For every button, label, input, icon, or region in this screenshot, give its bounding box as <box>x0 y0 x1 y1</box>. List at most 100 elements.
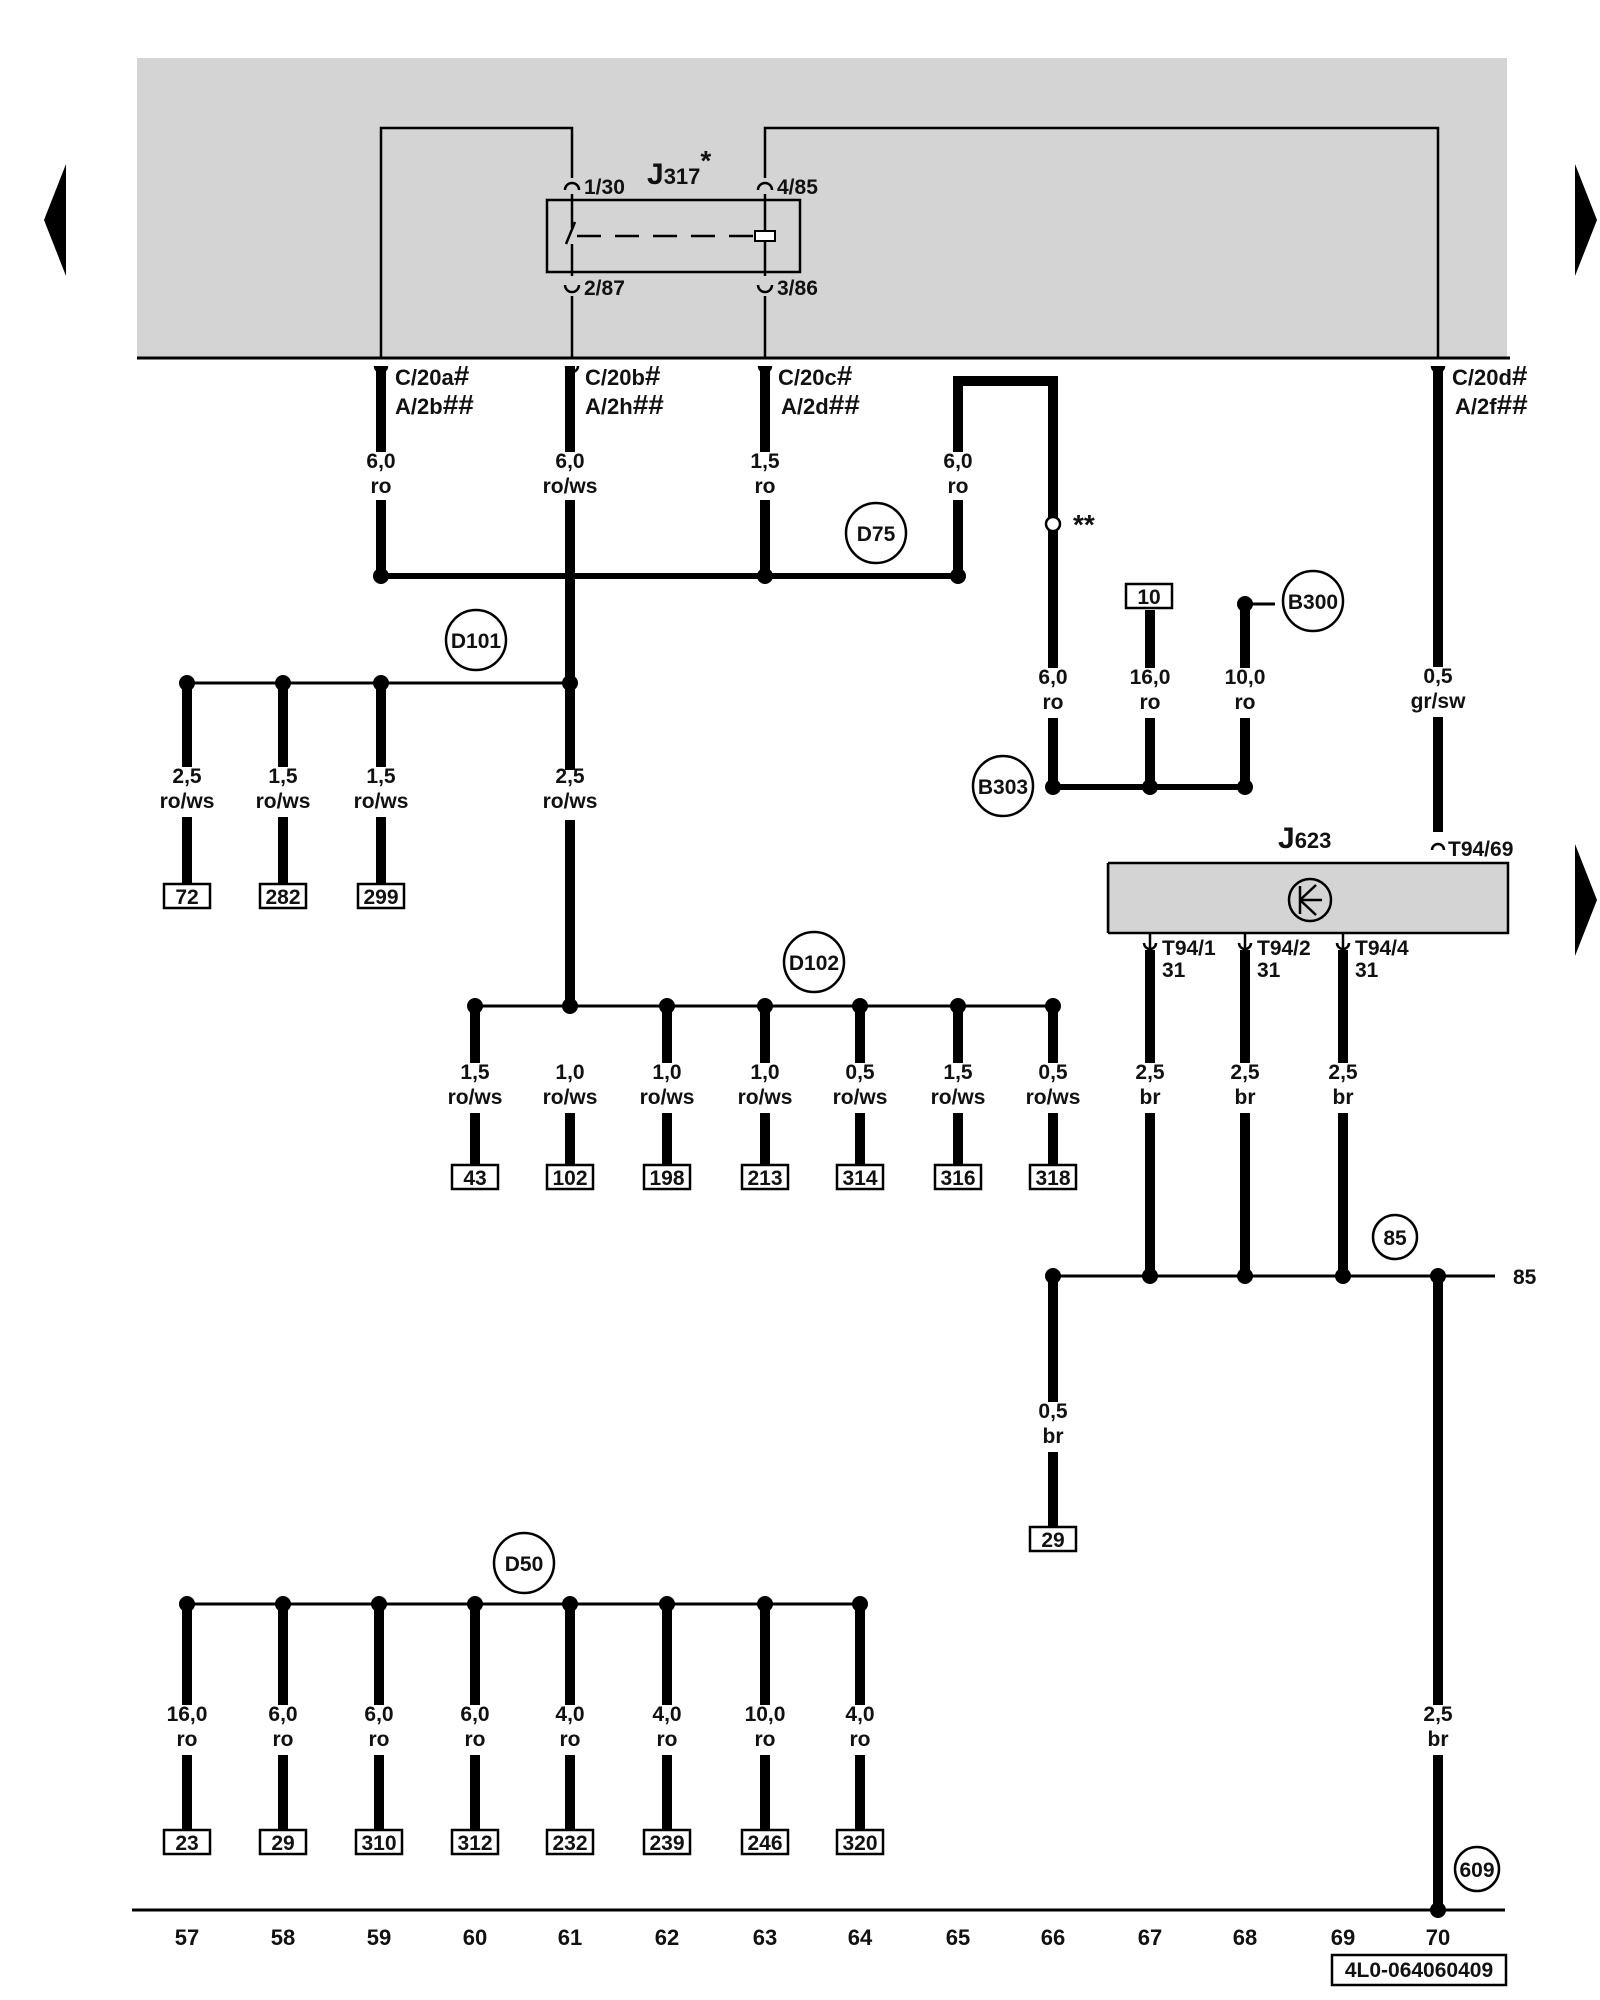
wire-color: ro <box>177 1728 198 1751</box>
module-pin-label: T94/1 <box>1162 937 1216 960</box>
wire-size: 16,0 <box>1130 666 1171 689</box>
wire-color: br <box>1140 1086 1161 1109</box>
wire-size: 1,5 <box>268 765 298 788</box>
reference-number: 29 <box>1041 1529 1064 1552</box>
reference-number: 320 <box>842 1832 877 1855</box>
reference-number: 29 <box>271 1832 294 1855</box>
doc-id-box <box>1330 1953 1508 1987</box>
wire-labels: 6,0ro 6,0ro/ws 1,5ro 6,0ro 6,0ro 16,0ro … <box>160 450 1467 1751</box>
wire-size: 0,5 <box>845 1061 875 1084</box>
arrow-left-icon[interactable] <box>44 164 66 276</box>
wire-size: 6,0 <box>943 450 972 473</box>
module-pin-value: 31 <box>1162 959 1186 982</box>
wire-color: ro/ws <box>543 790 598 813</box>
junction-dots <box>179 568 1446 1918</box>
wire-color: br <box>1043 1425 1064 1448</box>
reference-number: 198 <box>649 1167 684 1190</box>
module-notch <box>1100 858 1108 938</box>
wire-color: ro/ws <box>354 790 409 813</box>
wire-size: 1,5 <box>750 450 780 473</box>
wire-color: ro/ws <box>931 1086 986 1109</box>
wire-size: 2,5 <box>555 765 585 788</box>
track-number: 58 <box>271 1925 295 1950</box>
reference-number: 72 <box>175 886 198 909</box>
relay-pin-label: 3/86 <box>777 277 818 300</box>
module-pin-value: 31 <box>1257 959 1281 982</box>
wire-size: 16,0 <box>167 1703 208 1726</box>
wire-color: br <box>1235 1086 1256 1109</box>
node-label: B300 <box>1288 591 1338 614</box>
module-pin-label: T94/2 <box>1257 937 1311 960</box>
module-j623-box <box>1106 861 1510 935</box>
wire-color: ro <box>465 1728 486 1751</box>
track-number: 57 <box>175 1925 199 1950</box>
relay-pin-label: 2/87 <box>584 277 625 300</box>
wire-color: ro <box>1235 691 1256 714</box>
track-number: 62 <box>655 1925 679 1950</box>
node-label: D101 <box>451 630 502 653</box>
track-number: 59 <box>367 1925 391 1950</box>
node-label: B303 <box>978 776 1028 799</box>
wire-size: 4,0 <box>845 1703 874 1726</box>
arrow-right-icon[interactable] <box>1575 844 1597 956</box>
node-label: D75 <box>857 523 896 546</box>
wire-color: ro/ws <box>1026 1086 1081 1109</box>
reference-number: 318 <box>1035 1167 1070 1190</box>
wire-size: 6,0 <box>555 450 584 473</box>
wire-color: ro/ws <box>640 1086 695 1109</box>
test-point <box>1044 515 1062 533</box>
node-circles <box>444 501 1501 1893</box>
module-pin-value: 31 <box>1355 959 1379 982</box>
wire-size: 0,5 <box>1038 1061 1068 1084</box>
relay-pin-label: 4/85 <box>777 176 818 199</box>
wire-color: ro <box>1043 691 1064 714</box>
connector-label: A/2h## <box>585 389 664 420</box>
wire-color: ro <box>371 475 392 498</box>
wire-color: ro <box>657 1728 678 1751</box>
wire-size: 1,5 <box>943 1061 973 1084</box>
reference-number: 310 <box>361 1832 396 1855</box>
relay-panel-area <box>137 58 1507 358</box>
star-marker: ** <box>1073 509 1095 540</box>
wire-size: 2,5 <box>1423 1703 1453 1726</box>
wire-color: ro/ws <box>160 790 215 813</box>
wire-color: ro/ws <box>543 475 598 498</box>
node-label: 85 <box>1383 1227 1407 1250</box>
wire-color: br <box>1333 1086 1354 1109</box>
pin-marker <box>1430 842 1446 851</box>
connector-label: C/20a# <box>395 360 470 391</box>
reference-number: 282 <box>265 886 300 909</box>
track-number: 69 <box>1331 1925 1355 1950</box>
reference-number: 299 <box>363 886 398 909</box>
wire-size: 1,0 <box>652 1061 681 1084</box>
wire-size: 6,0 <box>268 1703 297 1726</box>
wire-color: ro <box>273 1728 294 1751</box>
edge-label: 85 <box>1513 1266 1537 1289</box>
connector-label: C/20b# <box>585 360 661 391</box>
reference-number: 246 <box>747 1832 782 1855</box>
arrow-right-icon[interactable] <box>1575 164 1597 276</box>
reference-number: 10 <box>1137 586 1160 609</box>
wire-color: br <box>1428 1728 1449 1751</box>
wire-color: ro <box>755 1728 776 1751</box>
wire-size: 2,5 <box>1328 1061 1358 1084</box>
node-label: 609 <box>1459 1859 1494 1882</box>
wire-size: 2,5 <box>1135 1061 1165 1084</box>
wire-size: 10,0 <box>1225 666 1266 689</box>
connector-label: A/2d## <box>781 389 860 420</box>
reference-number: 239 <box>649 1832 684 1855</box>
track-number: 67 <box>1138 1925 1162 1950</box>
track-number: 66 <box>1041 1925 1065 1950</box>
module-pin-markers <box>1142 933 1351 951</box>
wire-size: 1,5 <box>460 1061 490 1084</box>
relay-j317-wiring <box>379 126 1440 320</box>
wire-size: 0,5 <box>1423 665 1453 688</box>
connector-label: A/2f## <box>1455 389 1528 420</box>
wire-size: 10,0 <box>745 1703 786 1726</box>
reference-number: 213 <box>747 1167 782 1190</box>
track-number: 65 <box>946 1925 970 1950</box>
module-pin-label: T94/4 <box>1355 937 1409 960</box>
module-pin-label: T94/69 <box>1448 838 1513 861</box>
track-number: 63 <box>753 1925 777 1950</box>
reference-boxes <box>162 582 1174 1856</box>
